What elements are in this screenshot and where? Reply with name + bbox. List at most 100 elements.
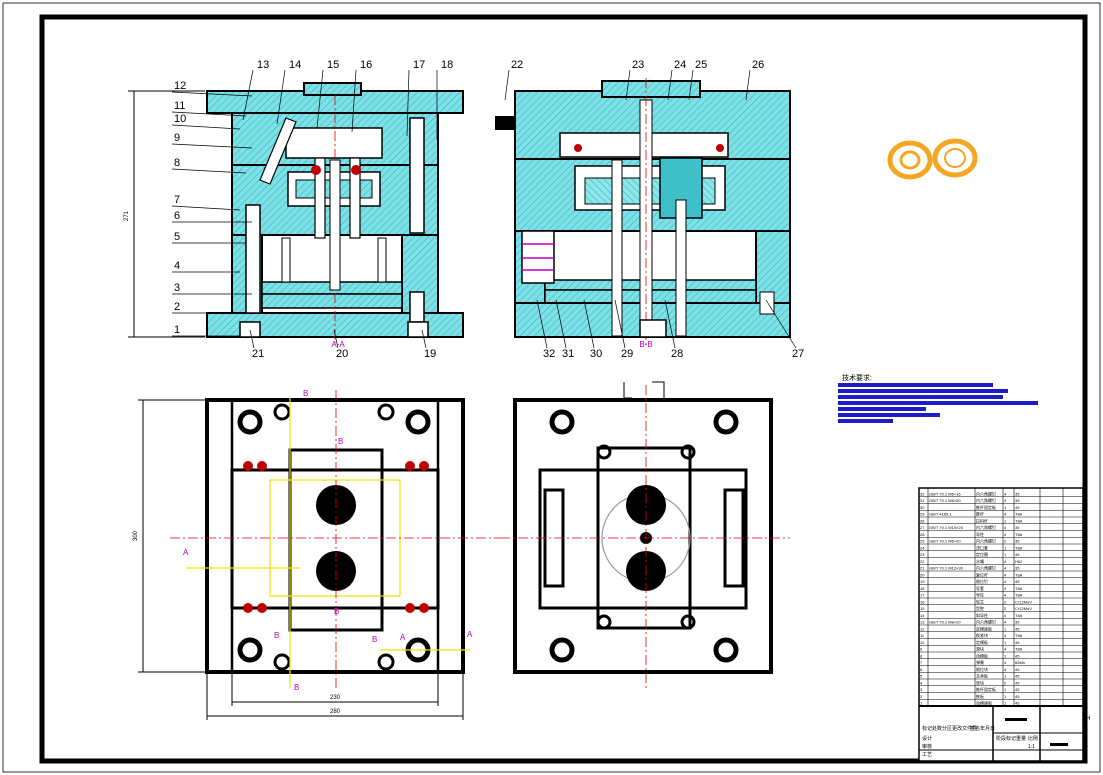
section-view-bb	[495, 78, 791, 345]
bom-cell: 45	[1015, 505, 1020, 510]
bom-cell: 6	[920, 667, 923, 672]
bom-cell: 18	[920, 586, 925, 591]
bom-cell: 4	[1004, 586, 1007, 591]
bom-cell: 15	[920, 606, 925, 611]
bom-cell: Cr12MoV	[1015, 606, 1032, 611]
part-callout: 32	[536, 299, 555, 360]
callout-number: 4	[174, 260, 180, 272]
bom-cell: 20	[920, 572, 925, 577]
title-block-col-mark: 分区	[942, 725, 952, 732]
callout-number: 7	[174, 194, 180, 206]
bom-cell: 35	[1015, 525, 1020, 530]
callout-number: 24	[674, 59, 686, 71]
callout-number: 31	[562, 348, 574, 360]
bom-cell: 动模板	[976, 652, 988, 658]
section-marker-b-right: B	[372, 635, 377, 644]
bom-cell: GB/T 70.1 M12×30	[929, 566, 964, 571]
bom-cell: 2	[1004, 680, 1007, 685]
bom-cell: 4	[1004, 491, 1007, 496]
part-callout: 25	[688, 59, 707, 101]
part-callout: 12	[171, 80, 253, 97]
bom-cell: 4	[1004, 667, 1007, 672]
section-label-aa: A-A	[331, 340, 345, 349]
bom-cell: 2	[1004, 606, 1007, 611]
title-block-right-mark: 重量	[1016, 735, 1026, 742]
bom-table-frame	[918, 487, 1084, 762]
section-marker-a-mid: A	[400, 633, 406, 642]
part-callout: 10	[171, 113, 241, 130]
bom-cell: 29	[920, 512, 925, 517]
bom-cell: 2	[1004, 539, 1007, 544]
bom-row: 15 型腔 2 Cr12MoV	[919, 605, 1083, 612]
title-block-row-mark: 工艺	[922, 752, 932, 758]
sheet-frame	[39, 14, 1088, 764]
section-marker-a-right: A	[467, 630, 473, 639]
bom-cell: 内六角螺钉	[976, 490, 996, 496]
bom-cell: 4	[1004, 566, 1007, 571]
bom-cell: 弹簧	[976, 659, 984, 665]
bom-cell: 1	[1004, 552, 1007, 557]
section-marker-a-left: A	[183, 548, 189, 557]
title-block: 标记 处数 分区 更改文件号 签名 年月日 设计 审核 工艺 阶段标记 重量 比…	[922, 716, 1090, 758]
part-callout: 8	[171, 157, 247, 174]
title-block-right-mark: 比例	[1028, 735, 1038, 742]
bom-cell: 24	[920, 545, 925, 550]
bom-cell: 推杆固定板	[976, 504, 996, 510]
bom-cell: T8A	[1015, 593, 1023, 598]
bom-cell: 内六角螺钉	[976, 538, 996, 544]
callout-number: 3	[174, 282, 180, 294]
bom-cell: 13	[920, 620, 925, 625]
bom-cell: 11	[920, 633, 925, 638]
part-callout: 23	[625, 59, 644, 101]
callout-number: 13	[257, 59, 269, 71]
part-callout: 21	[249, 329, 264, 360]
part-callout: 9	[171, 132, 253, 149]
bom-cell: 25	[920, 539, 925, 544]
bom-cell: 45	[1015, 626, 1020, 631]
bom-cell: 内六角螺钉	[976, 619, 996, 625]
bom-cell: 型腔	[976, 605, 984, 611]
bom-cell: GB/T 70.1 M6×50	[929, 498, 961, 503]
section-marker-b-top: B	[303, 389, 308, 398]
section-view-aa	[206, 82, 464, 345]
bom-cell: GB/T 70.1 M8×20	[929, 620, 961, 625]
bom-cell: 内六角螺钉	[976, 565, 996, 571]
callout-number: 26	[752, 59, 764, 71]
callout-number: 30	[590, 348, 602, 360]
bom-cell: T8A	[1015, 613, 1023, 618]
notes-title: 技术要求:	[842, 373, 872, 382]
part-callout: 30	[583, 299, 602, 360]
bom-cell: 1	[1004, 518, 1007, 523]
bom-cell: 4	[1004, 532, 1007, 537]
part-callout: 18	[436, 59, 453, 140]
bom-cell: 7	[920, 660, 923, 665]
bom-cell: 4	[1004, 660, 1007, 665]
part-callout: 20	[333, 329, 348, 360]
title-block-col-mark: 更改文件号	[952, 725, 977, 732]
bom-cell: T8A	[1015, 545, 1023, 550]
callout-number: 18	[441, 59, 453, 71]
title-block-row-mark: 设计	[922, 735, 932, 742]
bom-cell: GB/T 70.1 M10×25	[929, 525, 964, 530]
bom-cell: T8A	[1015, 633, 1023, 638]
bom-cell: T8A	[1015, 518, 1023, 523]
bom-cell: 45	[1015, 687, 1020, 692]
bom-cell: 10	[920, 640, 925, 645]
part-callout: 29	[614, 299, 633, 360]
bom-cell: 导柱	[976, 592, 984, 598]
part-callout: 2	[172, 301, 246, 314]
bom-cell: 1	[1004, 545, 1007, 550]
